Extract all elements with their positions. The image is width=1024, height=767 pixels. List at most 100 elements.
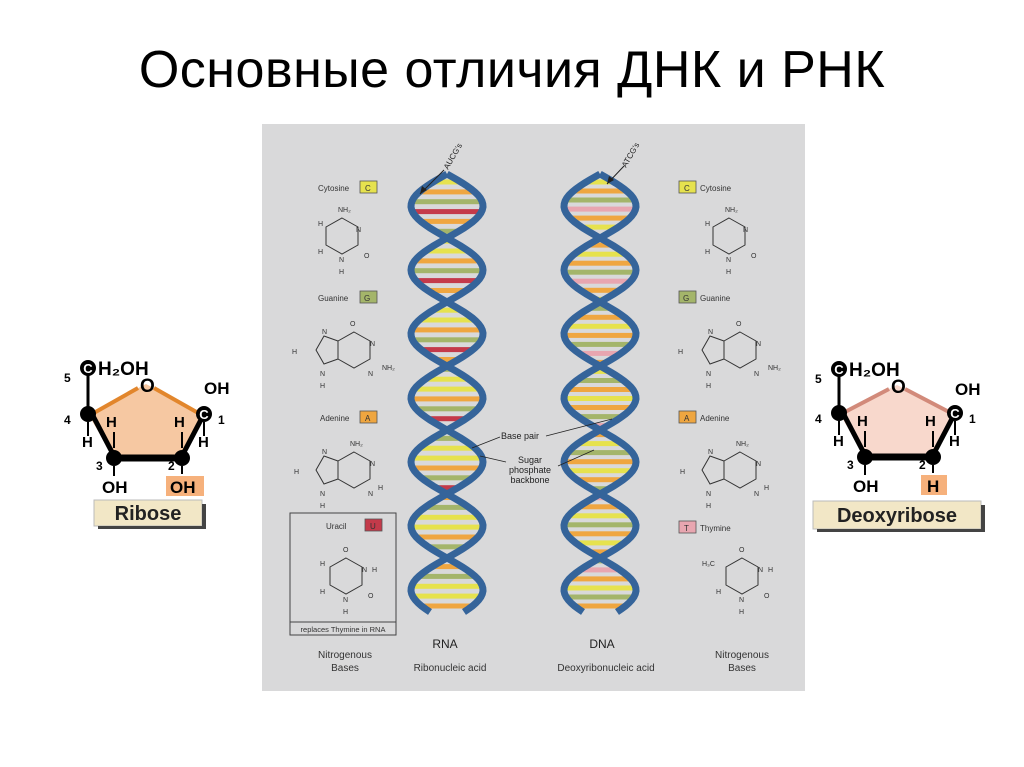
dna-base-pair bbox=[578, 504, 622, 510]
dna-backbone-strand bbox=[560, 170, 640, 615]
atom-nh2: NH₂ bbox=[768, 365, 781, 372]
ribose-num-5: 5 bbox=[64, 371, 71, 385]
deoxyribose-ch2oh: H₂OH bbox=[849, 360, 900, 381]
deoxyribose-c1 bbox=[947, 405, 963, 421]
atom-h: H bbox=[678, 349, 683, 356]
rna-base-pair bbox=[412, 593, 482, 599]
dna-base-pair bbox=[576, 378, 624, 383]
uracil-box bbox=[289, 512, 397, 636]
rna-base-pair bbox=[421, 347, 473, 353]
dna-base-pair bbox=[586, 179, 614, 185]
deoxyribose-c3 bbox=[857, 449, 873, 465]
left-adenine-name: Adenine bbox=[320, 414, 350, 423]
ribose-num-2: 2 bbox=[168, 459, 175, 473]
ribose-c1-oh: OH bbox=[204, 379, 230, 398]
rna-base-pair bbox=[411, 583, 483, 589]
ribose-h1: H bbox=[198, 434, 209, 451]
dna-helix bbox=[560, 170, 640, 615]
base-pair-label: Base pair bbox=[501, 431, 539, 441]
atom-nh2: NH₂ bbox=[350, 441, 363, 448]
atom-n: N bbox=[320, 371, 325, 378]
ribose-ch2oh: H₂OH bbox=[98, 359, 149, 380]
rna-rungs bbox=[411, 179, 483, 609]
atom-o: O bbox=[368, 593, 374, 600]
dna-base-pair bbox=[577, 414, 622, 420]
rna-base-pair bbox=[411, 396, 483, 402]
left-cytosine-molecule: NH₂ H H N N H O bbox=[318, 207, 370, 276]
atom-o: O bbox=[350, 321, 356, 328]
atom-c: C bbox=[83, 361, 93, 376]
right-guanine-swatch bbox=[678, 290, 697, 304]
ribose-c1 bbox=[196, 406, 212, 422]
deoxyribose-h4: H bbox=[833, 433, 844, 450]
atom-nh2: NH₂ bbox=[382, 365, 395, 372]
atom-n: N bbox=[754, 491, 759, 498]
dna-label: DNA bbox=[589, 637, 614, 651]
dna-base-pair bbox=[568, 513, 632, 519]
atom-o: O bbox=[364, 253, 370, 260]
atom-n: N bbox=[708, 329, 713, 336]
left-adenine-swatch bbox=[359, 410, 378, 424]
backbone-label-1: Sugar bbox=[518, 455, 542, 465]
dna-base-pair bbox=[581, 224, 619, 230]
deoxyribose-ring bbox=[839, 385, 955, 457]
atom-h: H bbox=[372, 567, 377, 574]
rna-helix bbox=[407, 170, 487, 615]
dna-base-pair bbox=[567, 387, 633, 392]
rna-tag: AUCG's bbox=[442, 142, 464, 171]
left-guanine-name: Guanine bbox=[318, 294, 349, 303]
rna-base-pair bbox=[411, 327, 483, 333]
atom-o: O bbox=[343, 547, 349, 554]
rna-base-pair bbox=[435, 357, 459, 362]
left-bases-label: Bases bbox=[331, 663, 359, 674]
left-adenine-molecule: NH₂ H N N H N N H bbox=[294, 441, 383, 510]
left-guanine-molecule: O H N N H N N NH₂ bbox=[292, 321, 395, 390]
dna-base-pair bbox=[565, 197, 635, 203]
right-guanine-code: G bbox=[683, 294, 689, 303]
rna-base-pair bbox=[421, 603, 473, 609]
atom-h: H bbox=[343, 609, 348, 616]
rna-base-pair bbox=[433, 179, 461, 185]
rna-base-pair bbox=[436, 485, 458, 491]
left-uracil-name: Uracil bbox=[326, 522, 347, 531]
atom-h: H bbox=[318, 221, 323, 228]
backbone-label-2: phosphate bbox=[509, 465, 551, 475]
atom-h: H bbox=[320, 503, 325, 510]
rna-base-pair bbox=[412, 337, 482, 343]
atom-h: H bbox=[680, 469, 685, 476]
ribose-num-3: 3 bbox=[96, 459, 103, 473]
rna-base-pair bbox=[411, 455, 483, 461]
dna-base-pair bbox=[587, 242, 613, 248]
rna-base-pair bbox=[419, 189, 475, 195]
dna-base-pair bbox=[567, 405, 633, 410]
ribose-num-1: 1 bbox=[218, 413, 225, 427]
right-cytosine-code: C bbox=[684, 184, 690, 193]
uracil-note: replaces Thymine in RNA bbox=[301, 625, 386, 634]
atom-o: O bbox=[736, 321, 742, 328]
dna-full-name: Deoxyribonucleic acid bbox=[557, 663, 654, 674]
atom-n: N bbox=[343, 597, 348, 604]
atom-o: O bbox=[751, 253, 757, 260]
atom-n: N bbox=[756, 341, 761, 348]
right-thymine-swatch bbox=[678, 520, 697, 534]
rna-base-pair bbox=[432, 307, 462, 313]
atom-nh2: NH₂ bbox=[736, 441, 749, 448]
deoxyribose-label: Deoxyribose bbox=[837, 505, 957, 527]
right-thymine-code: T bbox=[684, 524, 689, 533]
right-guanine-name: Guanine bbox=[700, 294, 731, 303]
dna-base-pair bbox=[574, 251, 626, 257]
deoxyribose-h1: H bbox=[949, 433, 960, 450]
deoxyribose-num-3: 3 bbox=[847, 458, 854, 472]
left-cytosine-code: C bbox=[365, 184, 371, 193]
rna-base-pair bbox=[418, 573, 476, 579]
rna-dna-comparison-panel: Cytosine C NH₂ H H N N H O Guanine G O H… bbox=[262, 124, 805, 691]
rna-base-pair bbox=[411, 524, 483, 530]
atom-h: H bbox=[705, 221, 710, 228]
dna-base-pair bbox=[564, 332, 636, 338]
atom-h: H bbox=[294, 469, 299, 476]
dna-base-pair bbox=[570, 215, 630, 221]
rna-base-pair bbox=[414, 514, 480, 520]
atom-n: N bbox=[706, 491, 711, 498]
right-cytosine-swatch bbox=[678, 180, 697, 194]
left-uracil-code: U bbox=[370, 522, 376, 531]
